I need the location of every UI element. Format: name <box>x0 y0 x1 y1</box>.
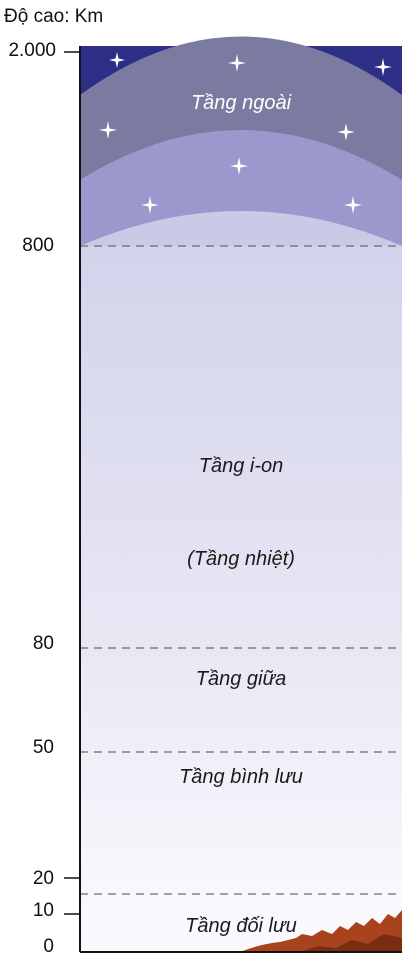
altitude-axis-title: Độ cao: Km <box>4 6 104 27</box>
star-icon <box>230 157 248 175</box>
layer-label-exosphere: Tầng ngoài <box>190 92 292 114</box>
layer-label-troposphere: Tầng đối lưu <box>185 915 297 937</box>
star-icon <box>337 123 355 141</box>
tick-label-10: 10 <box>32 900 54 921</box>
exosphere-inner-band <box>80 130 402 246</box>
ionosphere-dome <box>80 211 402 246</box>
axis-ticks <box>64 51 80 915</box>
tick-label-50: 50 <box>32 737 54 758</box>
layer-boundaries <box>80 245 402 895</box>
ground-terrain <box>240 910 402 952</box>
tick-label-800: 800 <box>22 235 54 256</box>
layer-sublabel-thermosphere: (Tầng nhiệt) <box>187 548 295 570</box>
tick-label-20: 20 <box>32 868 54 889</box>
layer-label-ionosphere: Tầng i-on <box>198 455 284 477</box>
star-icon <box>344 196 362 214</box>
star-icon <box>228 54 246 72</box>
star-icon <box>141 196 159 214</box>
tick-label-0: 0 <box>43 936 54 957</box>
tick-label-2000: 2.000 <box>8 40 56 61</box>
layer-label-stratosphere: Tầng bình lưu <box>179 766 303 788</box>
stars <box>99 52 392 214</box>
star-icon <box>109 52 125 68</box>
ground-shadow <box>300 934 402 952</box>
star-icon <box>99 121 117 139</box>
star-icon <box>374 58 392 76</box>
layer-label-mesosphere: Tầng giữa <box>195 668 287 690</box>
tick-label-80: 80 <box>32 633 54 654</box>
